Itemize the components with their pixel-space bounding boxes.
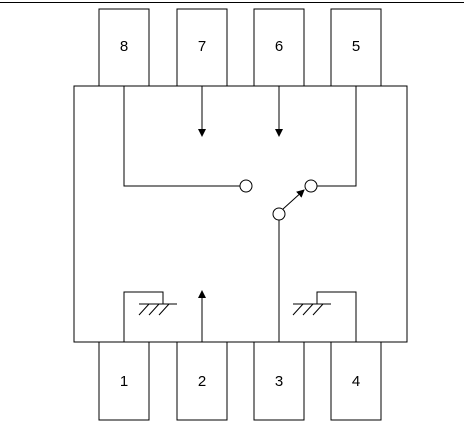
ground-symbol-left bbox=[123, 291, 177, 342]
switch-arm-arrow bbox=[282, 189, 305, 210]
pin-5: 5 bbox=[330, 8, 382, 87]
switch-contact-right bbox=[304, 179, 318, 193]
pin-6-label: 6 bbox=[275, 38, 283, 55]
pin-4-box bbox=[330, 341, 382, 421]
pin-5-label: 5 bbox=[352, 38, 360, 55]
switch-contact-left bbox=[239, 179, 253, 193]
pin-5-box bbox=[330, 8, 382, 87]
pin-3-label: 3 bbox=[275, 373, 283, 390]
ground-symbol-right bbox=[292, 291, 357, 342]
pin-8-label: 8 bbox=[120, 38, 128, 55]
pin-1-box bbox=[98, 341, 150, 421]
switch-common-contact bbox=[272, 207, 286, 221]
pin-1: 1 bbox=[98, 341, 150, 421]
pin-4-label: 4 bbox=[352, 373, 360, 390]
pin-2: 2 bbox=[176, 341, 228, 421]
pin-7-box bbox=[176, 8, 228, 87]
pin-2-label: 2 bbox=[198, 373, 206, 390]
pin-3: 3 bbox=[253, 341, 305, 421]
pin-5-wire bbox=[317, 86, 357, 187]
pin-8-wire bbox=[123, 86, 240, 187]
pin-3-box bbox=[253, 341, 305, 421]
pin-7-label: 7 bbox=[198, 38, 206, 55]
pin-2-box bbox=[176, 341, 228, 421]
pin-4: 4 bbox=[330, 341, 382, 421]
package-body bbox=[73, 85, 408, 343]
pin-8: 8 bbox=[98, 8, 150, 87]
pin-7: 7 bbox=[176, 8, 228, 87]
pin-6: 6 bbox=[253, 8, 305, 87]
pin-1-label: 1 bbox=[120, 373, 128, 390]
